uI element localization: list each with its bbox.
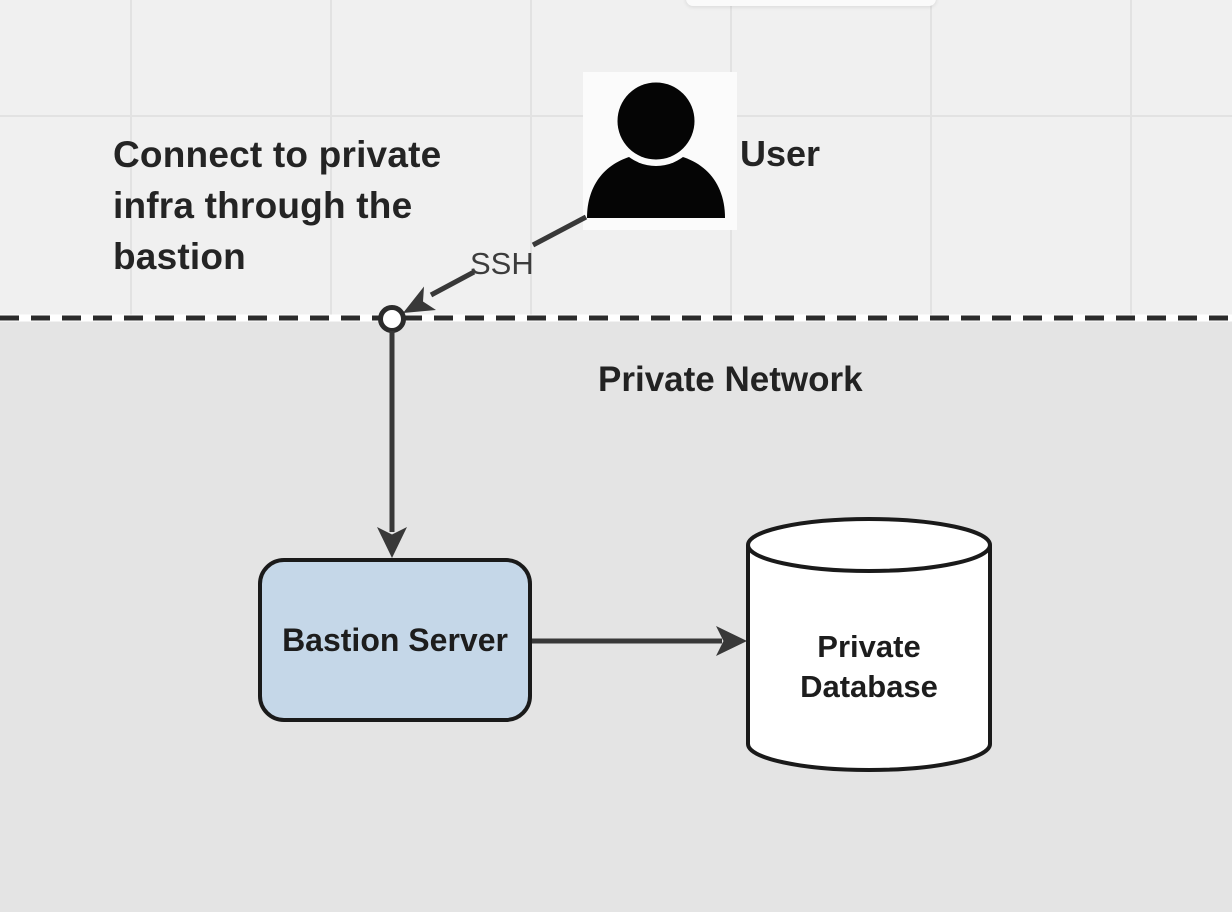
diagram-title[interactable]: Connect to private infra through the bas… [113,134,442,277]
person-icon [587,76,725,218]
grid-line [1130,0,1132,317]
bastion-node-label: Bastion Server [282,621,508,658]
grid-line [330,0,332,317]
grid-line [930,0,932,317]
cylinder-body [746,545,992,772]
edge-ssh-label: SSH [470,246,534,281]
boundary-connection-point[interactable] [378,305,406,333]
edge-segment [531,214,588,248]
grid-line [130,0,132,317]
database-node[interactable] [746,517,992,772]
edge-segment [429,269,476,298]
database-node-label: Private Database [800,629,938,704]
toolbar-edge [686,0,936,6]
arrowhead-icon [377,527,407,558]
user-node-label: User [740,133,821,174]
bastion-node[interactable]: Bastion Server [258,558,532,722]
arrowhead-icon [403,286,436,313]
edge-boundary-to-bastion[interactable] [377,331,407,558]
edge-user-to-boundary[interactable] [403,214,588,313]
arrowhead-icon [716,626,747,656]
private-network-zone-label[interactable]: Private Network [598,360,863,399]
grid-line [530,0,532,317]
edge-bastion-to-database[interactable] [532,626,747,656]
cylinder-top [746,517,992,573]
